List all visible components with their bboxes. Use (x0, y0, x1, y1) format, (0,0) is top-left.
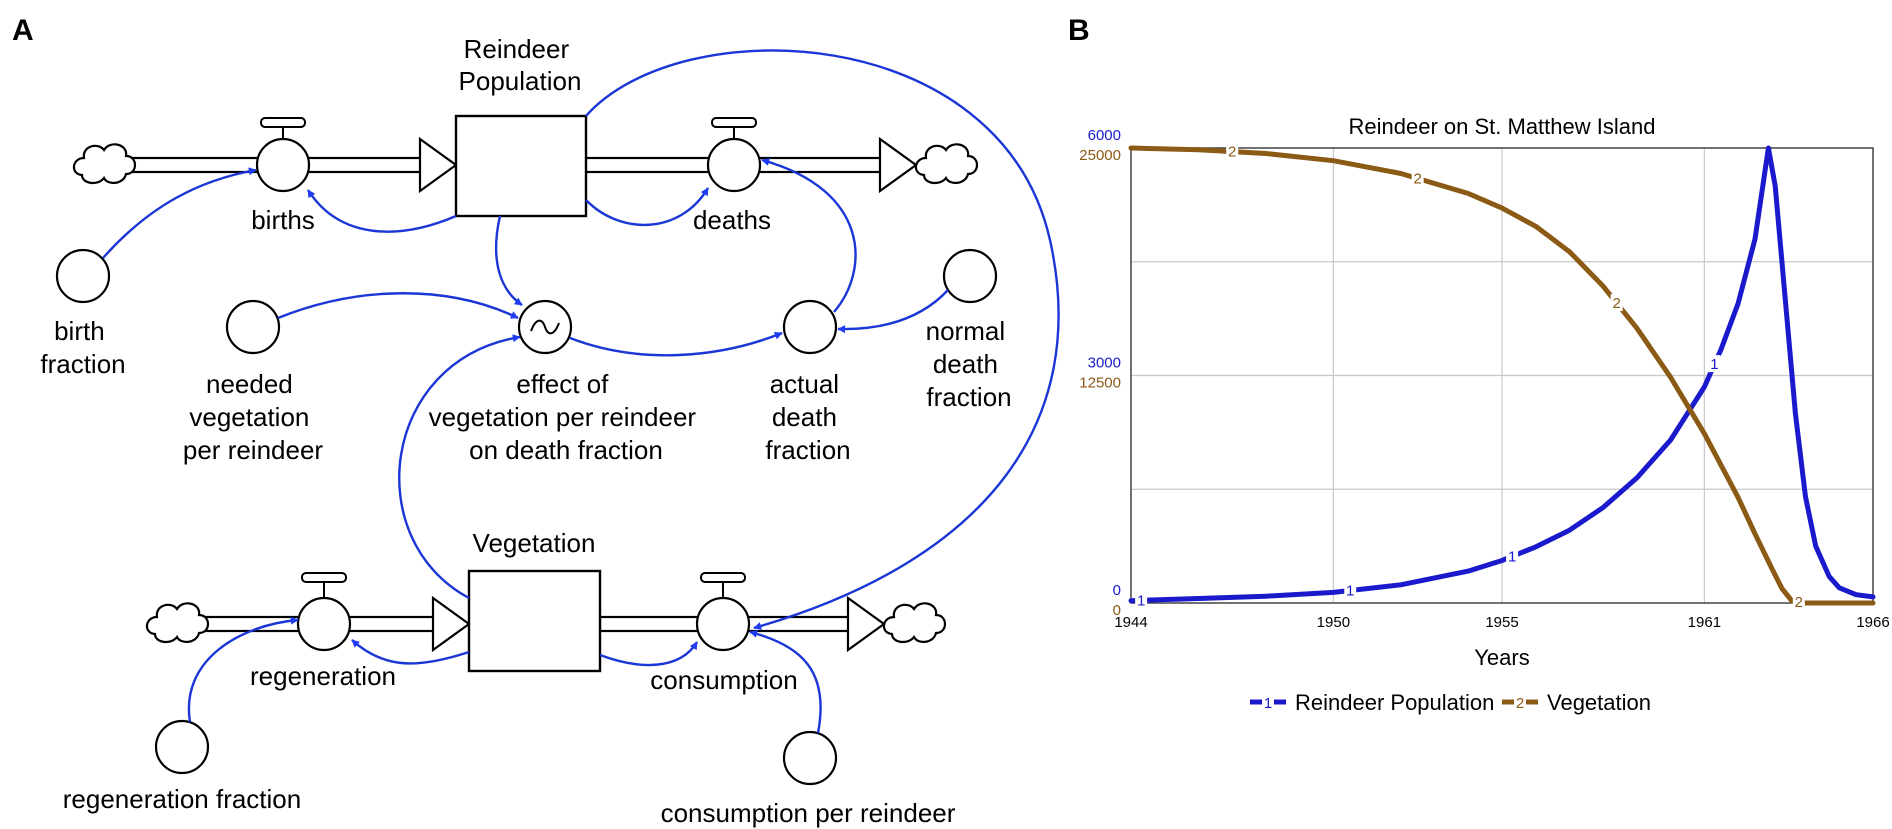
y-tick-label: 0 (1113, 582, 1121, 599)
x-tick-label: 1944 (1114, 614, 1147, 631)
effect-of-vegetation-node (517, 299, 573, 355)
series-marker: 2 (1228, 144, 1236, 161)
consumption-per-reindeer-label: consumption per reindeer (661, 798, 956, 828)
y-tick-label: 0 (1113, 602, 1121, 619)
chart-grid (1131, 148, 1873, 603)
link-population-to-effect (494, 215, 523, 306)
series-marker-bg (1610, 294, 1623, 312)
link-regeneration-fraction-to-regeneration (187, 616, 299, 723)
series-marker-bg (1226, 142, 1239, 160)
needed-vegetation-label: needed vegetation per reindeer (183, 369, 324, 465)
x-axis-label: Years (1474, 645, 1529, 670)
series-marker-bg (1792, 593, 1805, 611)
legend-marker-bg (1262, 693, 1274, 710)
legend-label-2: Vegetation (1547, 690, 1651, 715)
needed-vegetation-node (225, 299, 281, 355)
series-marker: 1 (1137, 592, 1145, 609)
panel-b: B Reindeer on St. Matthew Island 0 3000 60… (1068, 14, 1890, 715)
link-vegetation-to-effect (398, 334, 521, 600)
births-valve (255, 117, 311, 193)
series-marker: 2 (1613, 295, 1621, 312)
panel-a: A Reindeer Population births (12, 14, 1060, 828)
sink-cloud-consumption (882, 602, 947, 644)
consumption-label: consumption (650, 665, 797, 695)
birth-fraction-node (55, 248, 111, 304)
link-actual-to-deaths (761, 158, 857, 313)
reindeer-population-stock (454, 114, 588, 218)
vegetation-stock (467, 569, 602, 673)
legend-marker-bg (1514, 693, 1526, 710)
link-effect-to-actual (569, 331, 783, 357)
series-marker: 2 (1414, 170, 1422, 187)
series-marker-bg (1135, 591, 1148, 609)
causal-links (102, 49, 1060, 734)
chart-title: Reindeer on St. Matthew Island (1349, 114, 1656, 139)
births-label: births (251, 205, 315, 235)
source-cloud-regeneration (145, 602, 210, 644)
reindeer-population-label: Reindeer Population (459, 34, 582, 96)
panel-a-letter: A (12, 14, 34, 47)
sink-cloud-deaths (914, 143, 979, 185)
x-axis-ticks: 1944 1950 1955 1961 1966 (1114, 614, 1889, 631)
source-cloud-births (72, 143, 137, 185)
panel-b-letter: B (1068, 14, 1090, 47)
y-tick-label: 25000 (1079, 147, 1121, 164)
series-marker: 1 (1346, 582, 1354, 599)
link-birth-fraction-to-births (102, 167, 257, 259)
normal-death-fraction-label: normal death fraction (926, 316, 1013, 412)
series-marker-bg (1708, 355, 1721, 373)
regeneration-fraction-node (154, 719, 210, 775)
normal-death-fraction-node (942, 248, 998, 304)
regeneration-fraction-label: regeneration fraction (63, 784, 301, 814)
series-marker-bg (1506, 547, 1519, 565)
legend-marker: 2 (1516, 695, 1524, 712)
x-tick-label: 1966 (1856, 614, 1889, 631)
link-population-to-consumption (585, 49, 1060, 630)
link-vegetation-to-consumption (599, 641, 699, 667)
series-marker-bg (1411, 169, 1424, 187)
link-population-to-deaths (585, 187, 710, 227)
legend-marker: 1 (1264, 695, 1272, 712)
y-tick-label: 3000 (1088, 355, 1121, 372)
link-vegetation-to-regeneration (351, 639, 470, 665)
deaths-valve (706, 117, 762, 193)
link-normal-to-actual (837, 289, 949, 334)
regeneration-valve (296, 572, 352, 652)
effect-of-vegetation-label: effect of vegetation per reindeer on dea… (429, 369, 704, 465)
legend: 1 Reindeer Population 2 Vegetation (1250, 690, 1651, 715)
regeneration-label: regeneration (250, 661, 396, 691)
series-marker: 1 (1508, 548, 1516, 565)
actual-death-fraction-label: actual death fraction (765, 369, 850, 465)
legend-label-1: Reindeer Population (1295, 690, 1494, 715)
consumption-per-reindeer-node (782, 730, 838, 786)
link-consumption-per-reindeer-to-consumption (749, 629, 822, 734)
y-tick-label: 12500 (1079, 375, 1121, 392)
deaths-label: deaths (693, 205, 771, 235)
x-tick-label: 1950 (1317, 614, 1350, 631)
series-marker: 1 (1710, 356, 1718, 373)
series-layer: 1 1 1 1 2 2 2 2 (1128, 142, 1876, 611)
y-axis-ticks: 0 3000 6000 0 12500 25000 (1079, 127, 1121, 619)
x-tick-label: 1955 (1485, 614, 1518, 631)
y-tick-label: 6000 (1088, 127, 1121, 144)
vegetation-label: Vegetation (473, 528, 596, 558)
x-tick-label: 1961 (1688, 614, 1721, 631)
birth-fraction-label: birth fraction (40, 316, 125, 379)
link-needed-to-effect (277, 292, 519, 320)
link-population-to-births (306, 189, 457, 233)
consumption-valve (695, 572, 751, 652)
series-marker: 2 (1795, 594, 1803, 611)
plot-frame (1130, 147, 1874, 604)
actual-death-fraction-node (782, 299, 838, 355)
series-marker-bg (1344, 581, 1357, 599)
